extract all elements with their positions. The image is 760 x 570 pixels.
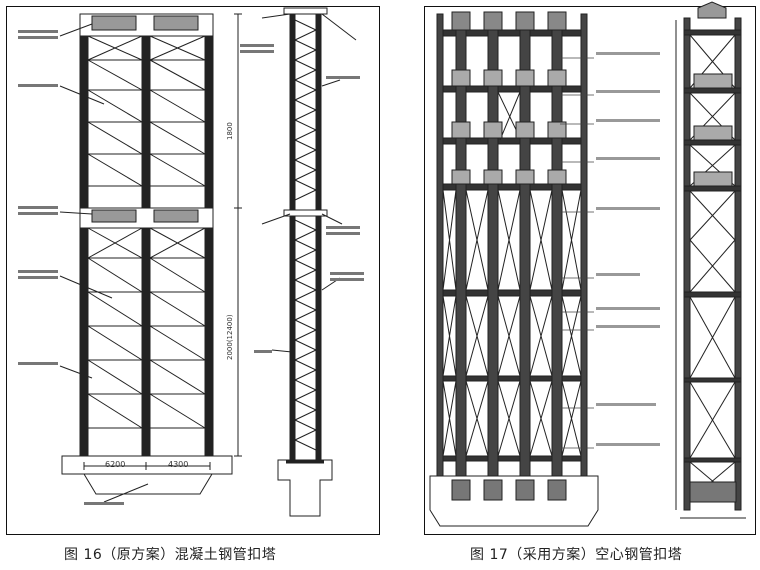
left-front-elevation (59, 13, 242, 503)
left-dim-1800: 1800 (226, 122, 234, 140)
left-dim-2000: 2000(12400) (226, 314, 234, 360)
right-front-leaders (560, 57, 594, 449)
left-front-annotations (18, 30, 124, 505)
left-dim-6200: 6200 (105, 460, 125, 469)
left-side-annotations (240, 44, 364, 353)
left-side-elevation (261, 7, 357, 517)
left-dim-4300: 4300 (168, 460, 188, 469)
figure-right-frame (424, 6, 756, 535)
right-front-annotations (596, 52, 660, 446)
figure-left-caption: 图 16（原方案）混凝土钢管扣塔 (64, 547, 277, 563)
figure-right-caption: 图 17（采用方案）空心钢管扣塔 (470, 547, 683, 563)
right-side-elevation (675, 1, 746, 519)
right-front-elevation (429, 11, 599, 527)
